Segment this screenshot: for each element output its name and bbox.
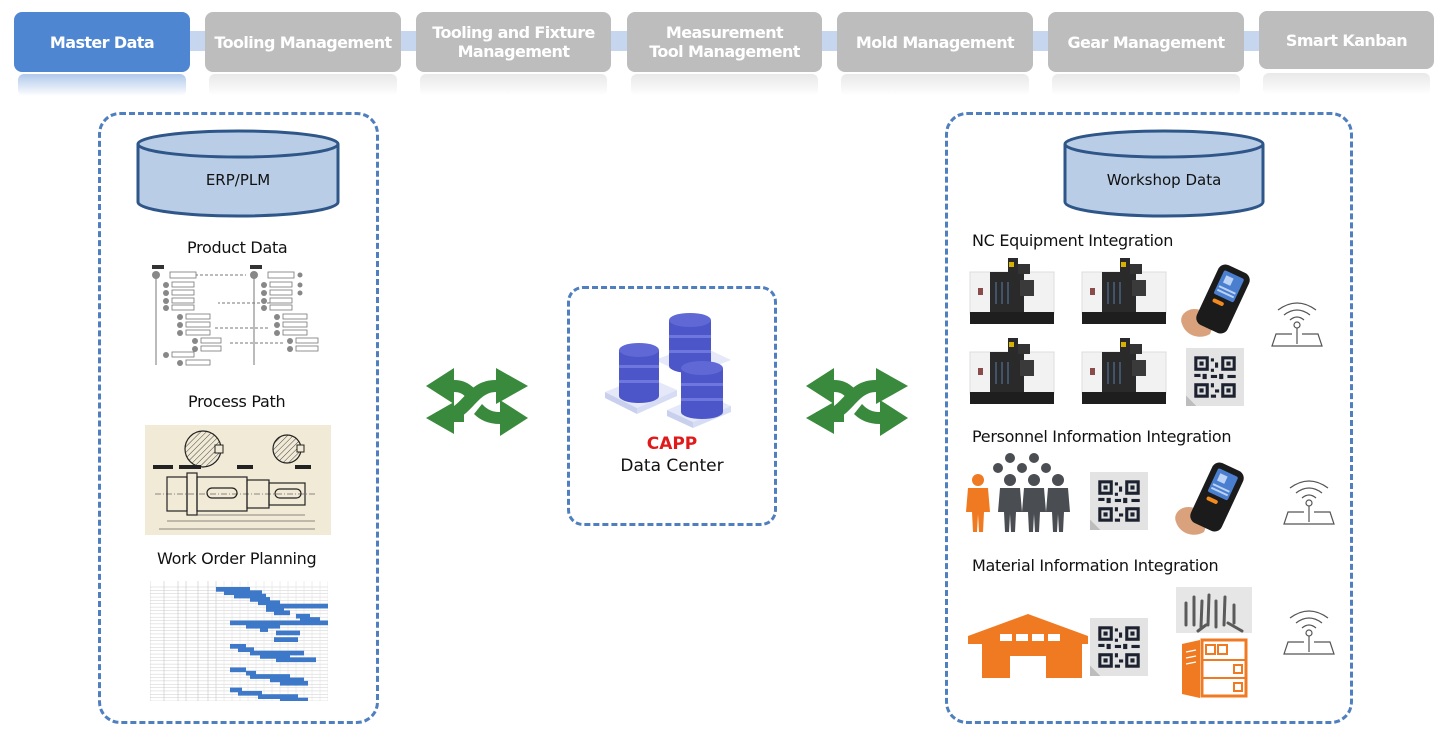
tab-label: Measurement Tool Management [649,23,800,61]
erp-plm-database-icon [136,129,340,218]
tab-label: Tooling and Fixture Management [432,23,595,61]
erp-plm-label: ERP/PLM [205,171,271,189]
gantt-bar [276,630,300,636]
database-cluster-icon [605,313,731,428]
gantt-bar [260,654,290,659]
gantt-bar [250,597,270,602]
gantt-bar [258,694,298,699]
workshop-database-icon [1063,129,1265,218]
shaft-engineering-drawing-image [145,425,331,535]
gantt-bar [224,590,262,596]
wireless-reader-icon [1270,298,1324,348]
erp-plm-panel [98,112,379,724]
gantt-bar [266,607,284,612]
gantt-bar [230,644,246,649]
workshop-data-label: Workshop Data [1106,171,1222,189]
nc-equipment-label: NC Equipment Integration [972,231,1174,250]
tab-label: Smart Kanban [1285,30,1408,50]
tab-reflection [1263,73,1430,95]
tab-master-data[interactable]: Master Data [14,12,190,96]
gantt-bar [230,667,246,673]
gantt-bar [216,587,250,592]
gantt-bar [250,650,304,656]
gantt-bar [274,637,298,642]
tab-measurement-tool-management[interactable]: Measurement Tool Management [627,12,822,96]
right-exchange-arrows-icon [806,368,908,436]
personnel-info-label: Personnel Information Integration [972,427,1232,446]
tab-label: Gear Management [1067,32,1225,52]
gantt-bar [260,627,268,632]
gantt-schedule-image [150,581,328,701]
gantt-bar [238,647,254,653]
cnc-machine-image [1080,258,1168,326]
gantt-bar [238,690,262,696]
material-info-label: Material Information Integration [972,556,1219,575]
gantt-bar [234,593,266,599]
database-stack [619,343,659,403]
qr-code-icon [1090,618,1148,676]
gantt-bar [258,600,280,606]
gantt-bar [230,687,242,693]
cnc-machine-image [1080,338,1168,406]
tab-reflection [631,74,818,96]
gantt-bar [250,674,290,679]
tab-tooling-management[interactable]: Tooling Management [205,12,401,96]
product-data-label: Product Data [187,238,288,257]
handheld-scanner-image [1170,460,1250,540]
qr-code-icon [1186,348,1244,406]
gantt-bar [296,613,310,619]
tab-tooling-fixture-management[interactable]: Tooling and Fixture Management [416,12,611,96]
tab-reflection [420,74,607,96]
tab-reflection [841,74,1029,96]
wireless-reader-icon [1282,476,1336,526]
warehouse-icon [968,614,1088,678]
tab-label: Mold Management [855,32,1015,52]
gantt-bar [246,670,256,676]
gantt-bar [230,620,328,626]
tool-bits-image [1176,587,1252,633]
workshop-data-panel [945,112,1353,724]
gantt-bar [274,610,290,616]
tab-gear-management[interactable]: Gear Management [1048,12,1244,96]
wireless-reader-icon [1282,606,1336,656]
tab-smart-kanban[interactable]: Smart Kanban [1259,11,1434,95]
handheld-scanner-image [1176,262,1256,342]
process-path-label: Process Path [188,392,286,411]
qr-code-icon [1090,472,1148,530]
gantt-bar [276,657,316,663]
data-center-subtitle: Data Center [620,456,724,476]
gantt-bar [300,617,320,622]
left-exchange-arrows-icon [426,368,528,436]
capp-data-center-panel [567,286,777,526]
capp-title: CAPP [646,434,698,454]
storage-cabinet-icon [1182,638,1248,698]
gantt-bar [280,680,308,686]
tab-reflection [209,74,397,96]
tab-label: Tooling Management [214,32,392,52]
gantt-bar [280,697,308,701]
tab-label: Master Data [49,32,155,52]
tab-reflection [18,74,186,96]
cnc-machine-image [968,338,1056,406]
personnel-group-icon [966,453,1070,532]
work-order-planning-label: Work Order Planning [157,549,317,568]
tab-reflection [1052,74,1240,96]
product-structure-tree-image [152,265,319,366]
gantt-bar [270,677,304,683]
gantt-bar [246,623,280,629]
gantt-bar [266,603,328,609]
tab-mold-management[interactable]: Mold Management [837,12,1033,96]
cnc-machine-image [968,258,1056,326]
